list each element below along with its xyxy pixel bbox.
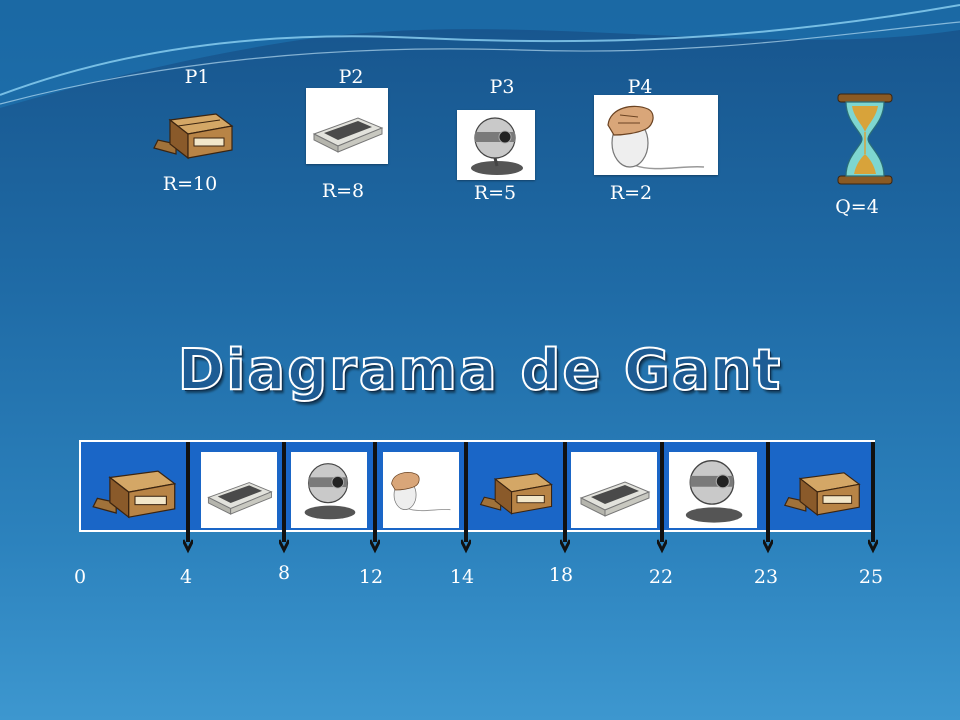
time-tick: 14 [449, 566, 475, 588]
page-title: Diagrama de Gant [177, 337, 783, 404]
burst-label-p4: R=2 [609, 182, 653, 204]
gantt-bar [79, 440, 875, 532]
divider-arrow [279, 442, 289, 554]
time-tick: 12 [358, 566, 384, 588]
process-label-p4: P4 [627, 76, 653, 98]
quantum-label: Q=4 [835, 196, 879, 218]
burst-label-p1: R=10 [162, 173, 218, 195]
divider-arrow [657, 442, 667, 554]
divider-arrow [868, 442, 878, 554]
gantt-segment-p2 [201, 452, 277, 528]
gantt-segment-p4 [383, 452, 459, 528]
gantt-segment-p1 [89, 452, 181, 528]
process-label-p1: P1 [184, 66, 210, 88]
gantt-segment-p1 [781, 452, 865, 528]
gantt-segment-p3 [291, 452, 367, 528]
burst-label-p2: R=8 [321, 180, 365, 202]
header-swoosh [0, 0, 960, 108]
time-tick: 4 [179, 566, 193, 588]
time-tick: 23 [753, 566, 779, 588]
divider-arrow [370, 442, 380, 554]
mouse-icon [594, 95, 718, 175]
gantt-segment-p2 [571, 452, 657, 528]
time-tick: 8 [277, 562, 291, 584]
process-label-p3: P3 [489, 76, 515, 98]
divider-arrow [763, 442, 773, 554]
divider-arrow [461, 442, 471, 554]
time-tick: 18 [548, 564, 574, 586]
printer-icon [150, 104, 238, 160]
gantt-segment-p3 [669, 452, 757, 528]
burst-label-p3: R=5 [473, 182, 517, 204]
gantt-segment-p1 [477, 452, 557, 528]
hourglass-icon [834, 92, 896, 186]
process-label-p2: P2 [338, 66, 364, 88]
divider-arrow [183, 442, 193, 554]
time-tick: 0 [73, 566, 87, 588]
time-tick: 25 [858, 566, 884, 588]
time-tick: 22 [648, 566, 674, 588]
webcam-icon [457, 110, 535, 180]
divider-arrow [560, 442, 570, 554]
scanner-icon [306, 88, 388, 164]
